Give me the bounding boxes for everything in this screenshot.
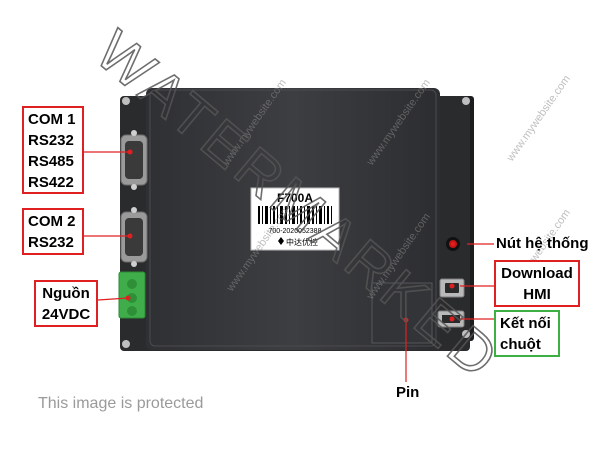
power-callout: Nguồn 24VDC	[34, 280, 98, 327]
brand-logo-text: 中达优控	[286, 237, 318, 247]
com1-line: RS422	[28, 174, 74, 191]
com1-line: RS485	[28, 153, 74, 170]
com1-db9-connector	[120, 130, 148, 190]
com2-db9-connector	[120, 207, 148, 267]
battery-label: Pin	[396, 384, 420, 401]
com1-line: RS232	[28, 132, 74, 149]
protected-notice: This image is protected	[38, 395, 204, 412]
svg-text:www.mywebsite.com: www.mywebsite.com	[504, 73, 573, 164]
com1-line: COM 1	[28, 111, 76, 128]
mouse-line: chuột	[500, 336, 541, 353]
com1-callout: COM 1 RS232 RS485 RS422	[22, 106, 84, 194]
download-hmi-callout: Download HMI	[494, 260, 580, 307]
mouse-callout: Kết nối chuột	[494, 310, 560, 357]
power-line: 24VDC	[41, 306, 91, 323]
com2-line: RS232	[28, 234, 74, 251]
battery-cover	[371, 282, 433, 344]
barcode	[258, 206, 332, 224]
system-button-label: Nút hệ thống	[496, 235, 589, 252]
download-line: HMI	[523, 286, 551, 303]
brand-logo-icon	[278, 237, 284, 245]
power-terminal-block	[118, 271, 146, 319]
leader-dots	[125, 149, 455, 323]
com2-line: COM 2	[28, 213, 76, 230]
mouse-line: Kết nối	[500, 315, 551, 332]
product-label-sticker: F700A 700-2020052388 中达优控	[250, 187, 340, 251]
model-label: F700A	[277, 191, 313, 205]
leader-lines	[84, 151, 494, 382]
serial-number: 700-2020052388	[269, 228, 322, 235]
com2-callout: COM 2 RS232	[22, 208, 84, 255]
download-line: Download	[501, 265, 573, 282]
power-line: Nguồn	[42, 285, 90, 302]
